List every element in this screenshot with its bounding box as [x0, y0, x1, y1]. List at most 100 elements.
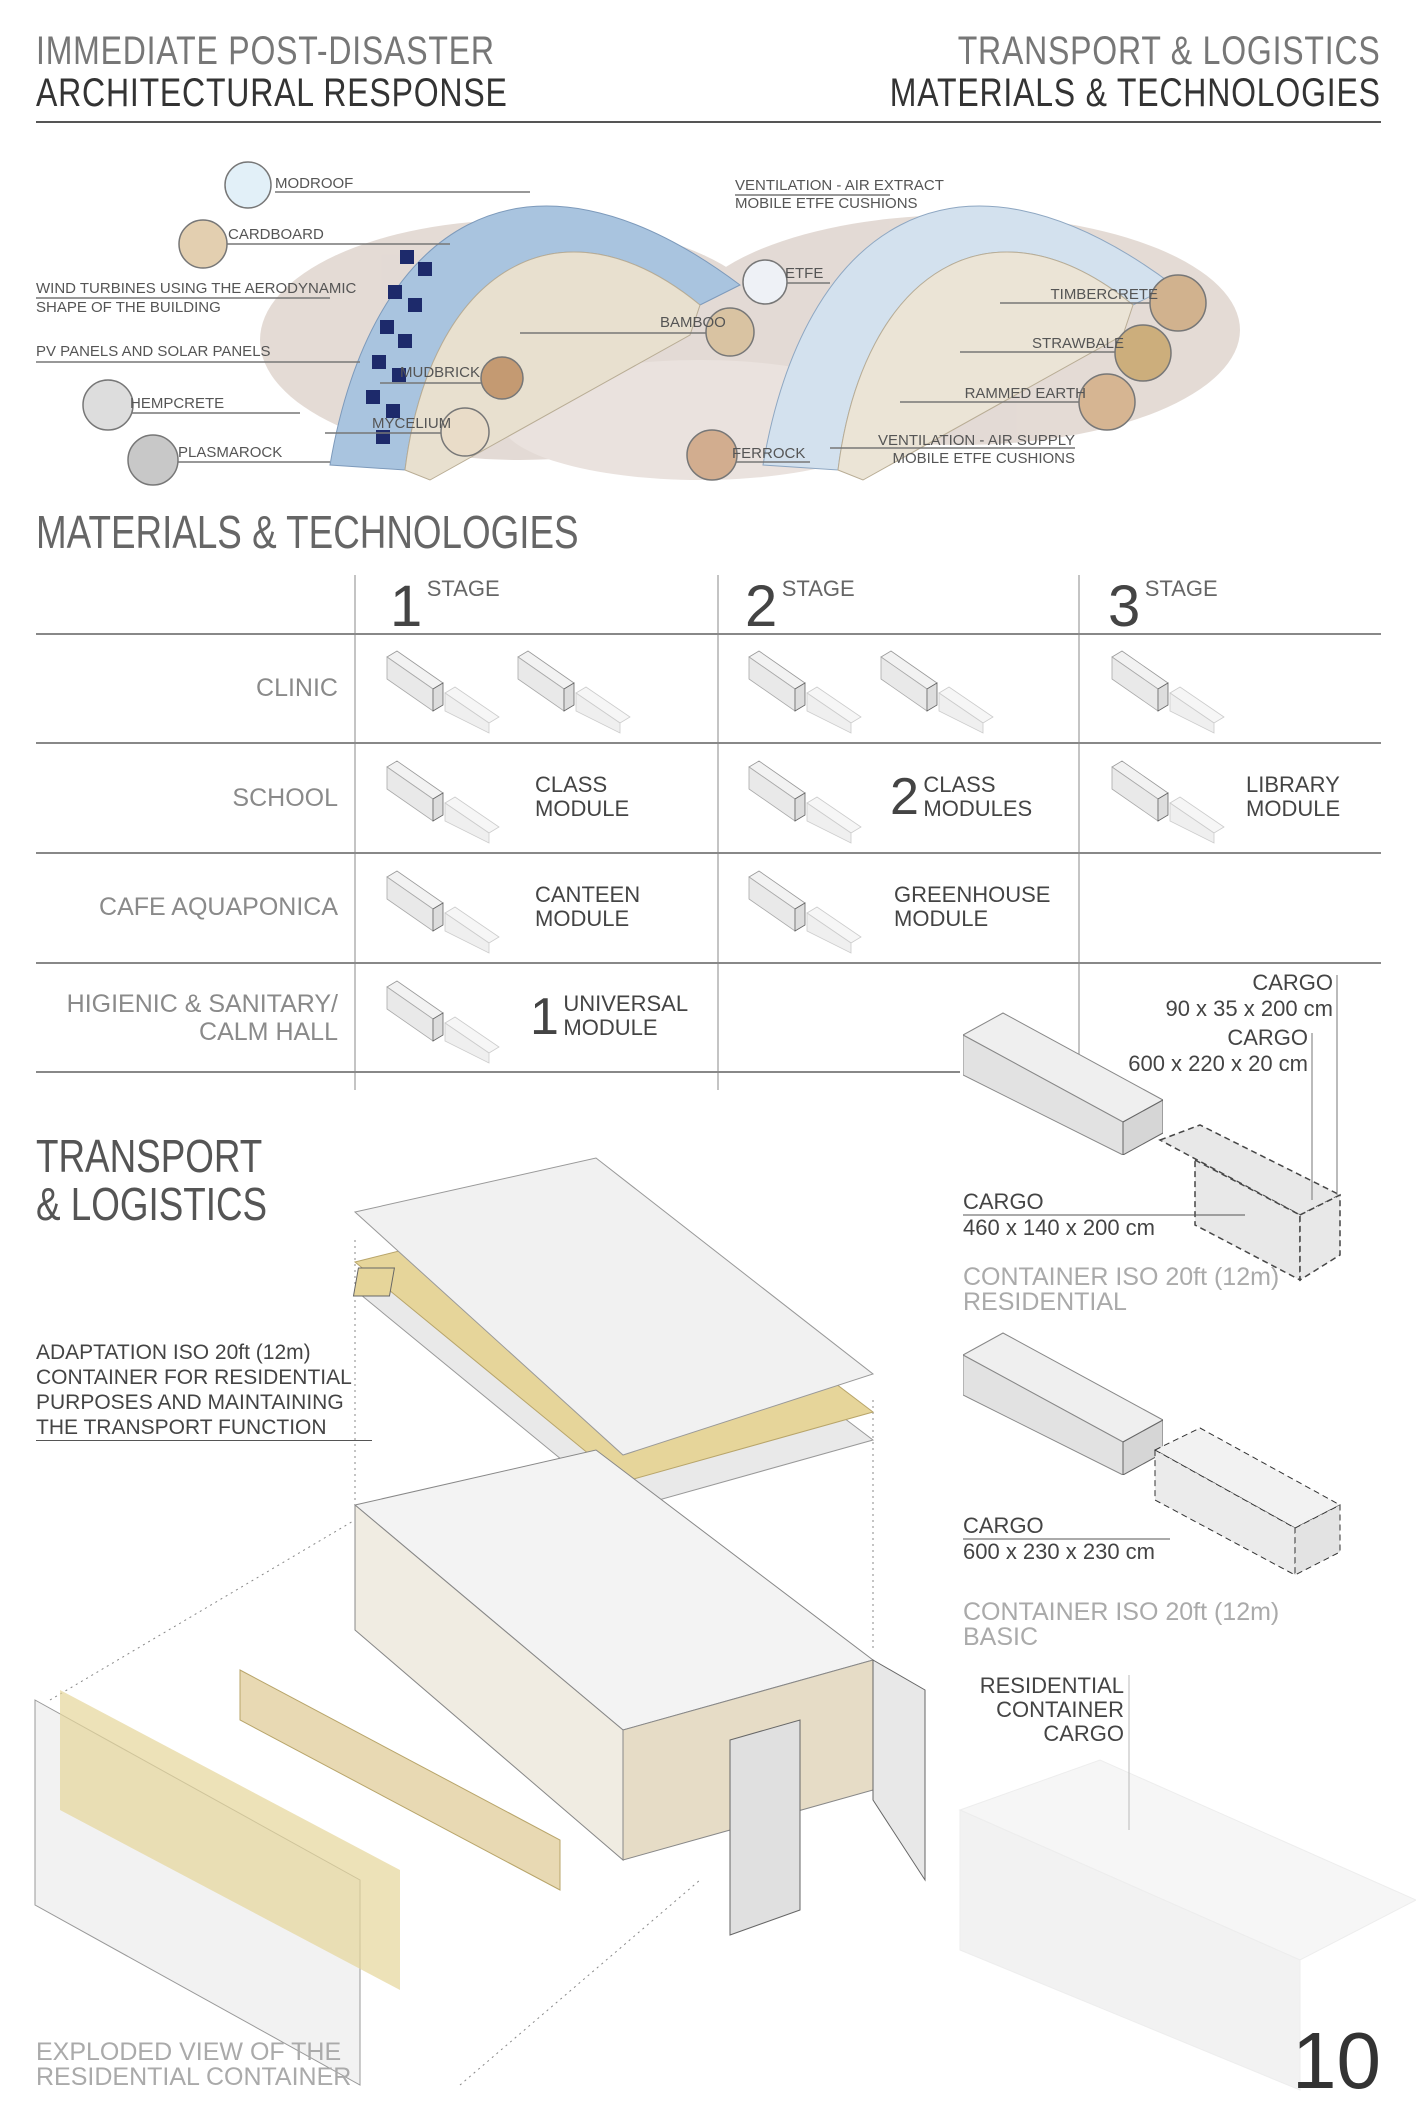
cargo-label: CARGO — [963, 1513, 1044, 1538]
container-thumbnail — [748, 760, 862, 844]
header-right-line1: TRANSPORT & LOGISTICS — [958, 29, 1381, 73]
bamboo-swatch-icon — [705, 307, 755, 357]
ghost-cargo-box — [958, 1675, 1416, 2091]
materials-section-title: MATERIALS & TECHNOLOGIES — [36, 506, 579, 558]
timbercrete-swatch-icon — [1149, 274, 1207, 332]
modroof-swatch-icon — [224, 161, 272, 209]
row-label-school: SCHOOL — [232, 784, 338, 812]
label-timbercrete: TIMBERCRETE — [1050, 286, 1158, 303]
exploded-view-caption: EXPLODED VIEW OF THE RESIDENTIAL CONTAIN… — [36, 2040, 351, 2090]
row-label-clinic: CLINIC — [256, 674, 338, 702]
header-left-line1: IMMEDIATE POST-DISASTER — [36, 29, 495, 73]
row-label-hygienic-1: HIGIENIC & SANITARY/ — [66, 990, 338, 1018]
residential-container-drawing — [963, 975, 1342, 1282]
cell-cafe-stage1: CANTEEN MODULE — [535, 883, 640, 931]
row-label-hygienic: HIGIENIC & SANITARY/ CALM HALL — [67, 990, 338, 1046]
ferrock-swatch-icon — [686, 429, 738, 481]
etfe-swatch-icon — [742, 259, 788, 305]
stage-1-header: 1 STAGE — [390, 576, 500, 636]
stage-2-label: STAGE — [781, 576, 855, 601]
mudbrick-swatch-icon — [480, 356, 524, 400]
container-use: BASIC — [963, 1623, 1039, 1651]
cell-school-stage2: 2 CLASS MODULES — [890, 768, 1032, 826]
label-wind-2: SHAPE OF THE BUILDING — [36, 299, 221, 316]
header-left: IMMEDIATE POST-DISASTER ARCHITECTURAL RE… — [36, 30, 626, 114]
row-label-cafe: CAFE AQUAPONICA — [99, 893, 338, 921]
label-pv: PV PANELS AND SOLAR PANELS — [36, 343, 271, 360]
stage-2-header: 2 STAGE — [745, 576, 855, 636]
label-line: CONTAINER — [996, 1697, 1124, 1722]
basic-container-drawing — [963, 1332, 1342, 1576]
adaptation-line: THE TRANSPORT FUNCTION — [36, 1416, 327, 1439]
table-grid — [36, 575, 1381, 1090]
strawbale-swatch-icon — [1114, 324, 1172, 382]
label-bamboo: BAMBOO — [660, 314, 726, 331]
container-thumbnail — [748, 650, 862, 734]
transport-title-1: TRANSPORT — [36, 1130, 263, 1182]
label-line: CARGO — [1043, 1721, 1124, 1746]
container-thumbnail — [517, 650, 631, 734]
cell-school-stage3: LIBRARY MODULE — [1246, 773, 1340, 821]
cargo-label: CARGO — [1227, 1025, 1308, 1050]
container-thumbnail — [1111, 650, 1225, 734]
cell-text: LIBRARY — [1246, 772, 1340, 797]
label-hempcrete: HEMPCRETE — [130, 395, 225, 412]
header-right-line2: MATERIALS & TECHNOLOGIES — [889, 71, 1381, 115]
cell-text: UNIVERSAL — [563, 991, 689, 1016]
cargo-dims: 600 x 230 x 230 cm — [963, 1539, 1156, 1564]
label-vent-extract-2: MOBILE ETFE CUSHIONS — [735, 195, 918, 212]
label-mycelium: MYCELIUM — [372, 415, 452, 432]
adaptation-note: ADAPTATION ISO 20ft (12m) CONTAINER FOR … — [36, 1340, 372, 1441]
transport-title: TRANSPORT & LOGISTICS — [36, 1132, 325, 1228]
cell-text: MODULE — [1246, 796, 1341, 821]
page-number: 10 — [1292, 2016, 1381, 2105]
container-thumbnail — [386, 870, 500, 954]
container-type: CONTAINER ISO 20ft (12m) — [963, 1598, 1280, 1626]
cell-text: MODULE — [894, 906, 989, 931]
container-thumbnail — [880, 650, 994, 734]
cargo-dims: 460 x 140 x 200 cm — [963, 1215, 1156, 1240]
container-door-open — [872, 1659, 926, 1882]
adaptation-line: PURPOSES AND MAINTAINING — [36, 1391, 344, 1414]
stage-3-header: 3 STAGE — [1108, 576, 1218, 636]
cell-text: CANTEEN — [535, 882, 641, 907]
cargo-b-label: CARGO 600 x 220 x 20 cm — [1128, 1025, 1308, 1077]
cargo-label: CARGO — [1252, 970, 1333, 995]
cargo-c-label: CARGO 460 x 140 x 200 cm — [963, 1189, 1155, 1241]
label-vent-supply-2: MOBILE ETFE CUSHIONS — [892, 450, 1075, 467]
label-ferrock: FERROCK — [732, 445, 806, 462]
label-rammed-earth: RAMMED EARTH — [964, 385, 1086, 402]
caption-line: RESIDENTIAL CONTAINER — [36, 2063, 352, 2091]
roof-panel — [353, 1157, 875, 1456]
cell-count: 2 — [890, 768, 919, 826]
cargo-label: CARGO — [963, 1189, 1044, 1214]
mycelium-swatch-icon — [440, 407, 490, 457]
cargo-dims: 90 x 35 x 200 cm — [1165, 996, 1333, 1021]
cargo-dashed-boxes — [1158, 1124, 1342, 1282]
container-type: CONTAINER ISO 20ft (12m) — [963, 1263, 1280, 1291]
label-cardboard: CARDBOARD — [228, 226, 324, 243]
cardboard-swatch-icon — [178, 219, 228, 269]
cargo-a-label: CARGO 90 x 35 x 200 cm — [1165, 970, 1333, 1022]
material-swatches — [36, 161, 1207, 486]
adaptation-line: ADAPTATION ISO 20ft (12m) — [36, 1341, 311, 1364]
stage-3-number: 3 — [1108, 574, 1141, 639]
cargo-d-label: CARGO 600 x 230 x 230 cm — [963, 1513, 1155, 1565]
stage-1-number: 1 — [390, 574, 423, 639]
cell-count: 1 — [530, 988, 559, 1046]
label-vent-extract-1: VENTILATION - AIR EXTRACT — [735, 177, 944, 194]
furniture-block — [239, 1669, 561, 1891]
cell-text: CLASS — [535, 772, 608, 797]
stage-2-number: 2 — [745, 574, 778, 639]
hempcrete-swatch-icon — [82, 379, 134, 431]
container-residential-label: CONTAINER ISO 20ft (12m) RESIDENTIAL — [963, 1265, 1279, 1315]
container-thumbnail — [386, 760, 500, 844]
transport-title-2: & LOGISTICS — [36, 1178, 268, 1230]
stage-1-label: STAGE — [426, 576, 500, 601]
cell-cafe-stage2: GREENHOUSE MODULE — [894, 883, 1050, 931]
cell-text: GREENHOUSE — [894, 882, 1051, 907]
container-thumbnail — [1111, 760, 1225, 844]
caption-line: EXPLODED VIEW OF THE — [36, 2038, 342, 2066]
label-line: RESIDENTIAL — [979, 1673, 1124, 1698]
